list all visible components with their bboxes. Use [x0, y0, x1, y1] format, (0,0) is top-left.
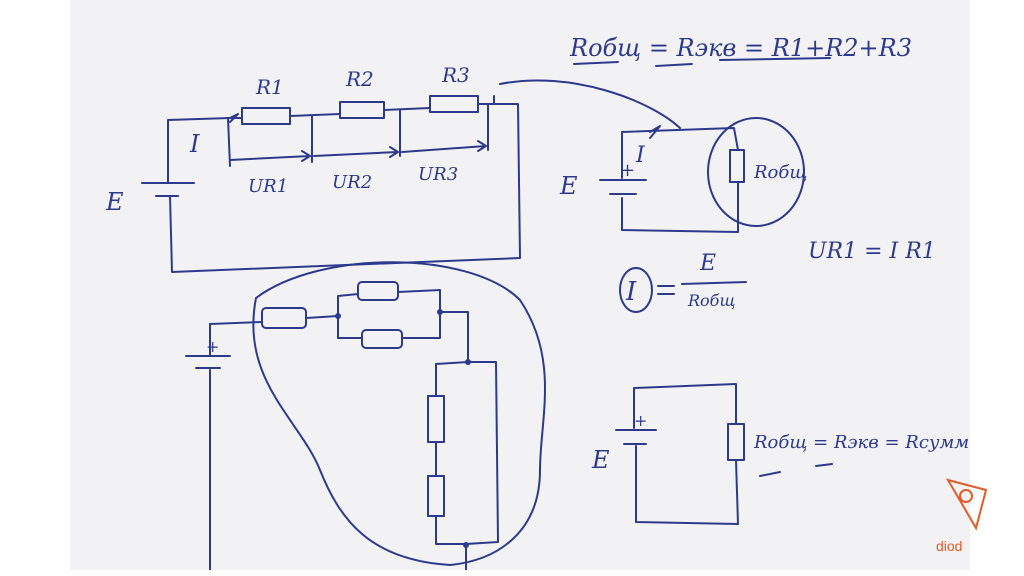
mix-enclosing-loop [252, 261, 546, 566]
current-formula-den: Rобщ [687, 291, 735, 310]
label-plus-right: + [620, 160, 635, 181]
label-ur3: UR3 [418, 164, 458, 185]
equivalent-circuit: E + I Rобщ [559, 117, 807, 233]
arrow-ur3 [401, 140, 487, 153]
mix-wire-v-bottom [435, 515, 467, 545]
mix-resistor-v2 [427, 475, 445, 517]
equivalent-circuit-bottom: + E Rобщ = Rэкв = Rсумм [591, 383, 969, 525]
eqb-wire-bottom [635, 445, 739, 525]
equation-top-underlines [573, 57, 831, 67]
wire-r3-end [477, 95, 495, 105]
eq-resistor [729, 149, 745, 183]
circuit-drawing: R1 R2 R3 E I UR1 UR2 UR3 Rобщ = Rэкв = R… [105, 34, 969, 570]
current-formula-circle [619, 267, 653, 313]
current-formula-num: E [699, 251, 716, 276]
voltage-formula: UR1 = I R1 [808, 239, 936, 264]
mix-wire-down-right [439, 311, 469, 361]
whiteboard: R1 R2 R3 E I UR1 UR2 UR3 Rобщ = Rэкв = R… [70, 0, 970, 570]
label-r1: R1 [255, 75, 284, 99]
mix-wire-mid [305, 315, 339, 319]
current-formula: I E Rобщ [619, 251, 747, 313]
label-r3: R3 [441, 63, 470, 87]
logo-icon [945, 478, 988, 531]
eq-wire-bottom [621, 181, 739, 233]
arrow-ur2 [313, 146, 399, 158]
label-plus-bottom: + [634, 411, 647, 430]
label-e-right: E [559, 172, 578, 200]
label-rtotal-right: Rобщ [753, 162, 807, 183]
label-i-main: I [189, 130, 200, 158]
connector-curve [499, 79, 681, 129]
mix-resistor-series [261, 307, 307, 329]
wire-r1-r2 [289, 113, 341, 117]
wire-r2-r3 [383, 107, 431, 111]
wire-return [169, 103, 521, 273]
eq-current-arrow [649, 125, 661, 139]
mix-resistor-par2 [361, 329, 403, 349]
arrow-ur1 [229, 150, 311, 162]
label-e-main: E [105, 188, 124, 216]
series-circuit: R1 R2 R3 E I UR1 UR2 UR3 [105, 63, 521, 273]
label-ur1: UR1 [248, 176, 288, 197]
eq-resistor-circle [707, 117, 805, 227]
resistor-r3 [429, 95, 479, 113]
mix-parallel-left [337, 293, 363, 339]
logo-text: diod [936, 538, 963, 554]
mix-branch-wires [435, 361, 499, 545]
equation-bottom-underlines [759, 463, 833, 477]
equation-bottom: Rобщ = Rэкв = Rсумм [753, 432, 969, 453]
mix-resistor-par1 [357, 281, 399, 301]
wire-left-top [167, 117, 231, 184]
label-i-right: I [635, 143, 646, 168]
equation-top: Rобщ = Rэкв = R1+R2+R3 [569, 34, 912, 62]
tick-1 [227, 117, 231, 167]
current-formula-bar [681, 281, 747, 285]
resistor-r2 [339, 101, 385, 119]
current-arrow [229, 113, 239, 123]
current-formula-equals [657, 285, 675, 295]
eqb-resistor [727, 423, 745, 461]
mix-resistor-v1 [427, 395, 445, 443]
eq-wire-top [621, 127, 739, 179]
mixed-circuit: + [185, 261, 546, 570]
current-formula-lhs: I [625, 277, 637, 307]
logo [928, 470, 988, 570]
mix-wire-in [209, 321, 263, 357]
label-r2: R2 [345, 67, 374, 91]
label-plus-mixed: + [206, 337, 219, 356]
eqb-wire-top [633, 383, 737, 429]
label-e-bottom: E [591, 446, 610, 474]
resistor-r1 [241, 107, 291, 125]
mix-parallel-right [397, 289, 441, 339]
label-ur2: UR2 [332, 172, 372, 193]
